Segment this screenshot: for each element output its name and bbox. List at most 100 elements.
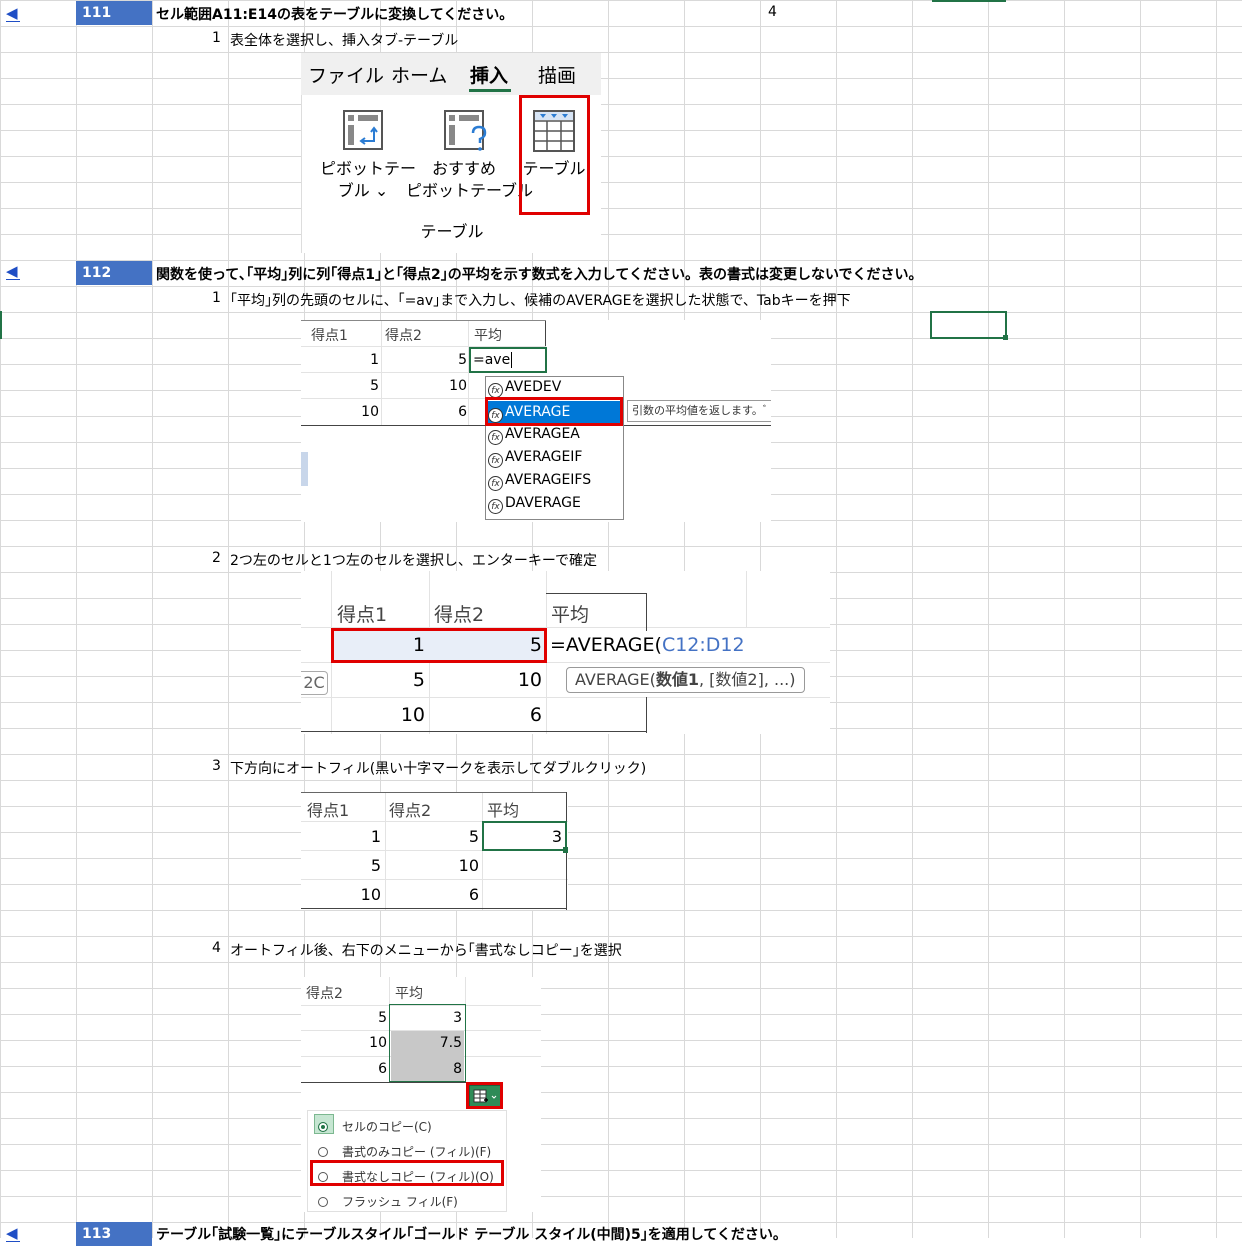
data-cell: 1: [370, 827, 381, 846]
back-arrow-icon[interactable]: ◀: [6, 262, 20, 280]
row-selection-mark: [0, 311, 2, 339]
data-cell: 10: [517, 669, 542, 691]
data-cell: 10: [360, 885, 381, 904]
data-cell: 5: [370, 856, 381, 875]
scroll-fragment: [301, 452, 308, 486]
formula-screenshot: 得点1 得点2 平均 1 5 5 10 10 6 =AVERAGE(C12:D1…: [301, 571, 830, 734]
header-cell: 得点2: [434, 604, 485, 626]
step-text: オートフィル後、右下のメニューから｢書式なしコピー｣を選択: [230, 943, 622, 959]
active-cell[interactable]: [482, 821, 567, 851]
tab-home[interactable]: ホーム: [391, 65, 448, 87]
recommended-pivot-label[interactable]: おすすめ ピボットテーブル: [406, 159, 534, 200]
question-title-111: セル範囲A11:E14の表をテーブルに変換してください。: [156, 7, 514, 23]
data-cell: 6: [468, 885, 479, 904]
data-cell: 10: [449, 378, 467, 394]
header-cell: 平均: [487, 801, 520, 820]
table-icon: [533, 110, 575, 152]
tab-draw[interactable]: 描画: [538, 65, 577, 87]
tab-insert[interactable]: 挿入: [470, 65, 509, 87]
header-cell: 平均: [474, 328, 502, 344]
header-cell: 得点1: [307, 801, 350, 820]
header-cell: 得点1: [311, 328, 348, 344]
data-cell: 6: [378, 1061, 387, 1077]
step-text: 2つ左のセルと1つ左のセルを選択し、エンターキーで確定: [230, 553, 597, 569]
back-arrow-icon[interactable]: ◀: [6, 1224, 20, 1242]
step-text: 下方向にオートフィル(黒い十字マークを表示してダブルクリック): [230, 761, 647, 777]
ribbon-screenshot: ファイル ホーム 挿入 描画 ピボットテー ブル ⌄: [301, 53, 601, 253]
function-hint: AVERAGE(数値1, [数値2], ...): [566, 667, 805, 693]
step-number: 1: [212, 290, 221, 306]
selection-outline: [389, 1004, 466, 1082]
data-cell: 1: [370, 352, 379, 368]
data-cell: 3: [551, 827, 562, 846]
data-cell: 5: [378, 1010, 387, 1026]
highlight-table-button: [519, 95, 590, 215]
header-cell: 得点1: [337, 604, 388, 626]
pivot-table-label[interactable]: ピボットテー ブル ⌄: [320, 159, 417, 200]
menu-option-copy-cells[interactable]: セルのコピー(C): [318, 1118, 432, 1135]
filled-range: [391, 1031, 464, 1081]
highlight-options-button: [466, 1082, 503, 1109]
highlight-range: [331, 628, 547, 663]
formula-input-cell[interactable]: =ave: [469, 347, 547, 373]
data-cell: 5: [529, 634, 542, 656]
data-cell: 8: [453, 1061, 462, 1077]
data-cell: 10: [361, 404, 379, 420]
header-cell: 得点2: [385, 328, 422, 344]
tab-file[interactable]: ファイル: [308, 65, 385, 87]
ribbon-group-label: テーブル: [420, 222, 484, 241]
autofill-options-screenshot: 得点2 平均 5 3 10 7.5 6 8 セルのコピー(C) 書式のみコピー …: [301, 977, 541, 1212]
ribbon-tab-bar: ファイル ホーム 挿入 描画: [301, 53, 601, 95]
menu-option-no-format[interactable]: 書式なしコピー (フィル)(O): [318, 1168, 494, 1185]
header-cell: 平均: [395, 986, 423, 1002]
formula-text[interactable]: =AVERAGE(C12:D12: [550, 634, 745, 656]
function-tooltip: 引数の平均値を返します。ﾞ: [627, 400, 771, 422]
header-cell: 平均: [551, 604, 590, 626]
menu-option-format-only[interactable]: 書式のみコピー (フィル)(F): [318, 1143, 491, 1160]
table-button-label[interactable]: テーブル: [522, 159, 586, 178]
question-title-112: 関数を使って､｢平均｣列に列｢得点1｣と｢得点2｣の平均を示す数式を入力してくだ…: [156, 267, 923, 283]
cell-selection-mark: [932, 0, 1006, 2]
pivot-table-icon: [343, 110, 383, 150]
header-cell: 得点2: [306, 986, 343, 1002]
question-number-111: 111: [76, 1, 152, 25]
active-cell[interactable]: [930, 311, 1007, 339]
data-cell: 5: [412, 669, 425, 691]
autofill-screenshot: 得点1 得点2 平均 1 5 3 5 10 10 6: [301, 792, 568, 910]
data-cell: 10: [458, 856, 479, 875]
side-value: 4: [768, 4, 777, 20]
highlight-average: [485, 397, 623, 426]
step-text: 表全体を選択し、挿入タブ-テーブル: [230, 33, 459, 49]
side-label: 2C: [301, 671, 328, 695]
question-number-112: 112: [76, 261, 152, 285]
menu-option-flash-fill[interactable]: フラッシュ フィル(F): [318, 1193, 458, 1210]
ribbon-body: ピボットテー ブル ⌄ おすすめ ピボットテーブル テーブル テーブル: [301, 95, 601, 253]
step-number: 1: [212, 30, 221, 46]
active-tab-underline: [469, 89, 511, 92]
data-cell: 1: [412, 634, 425, 656]
data-cell: 6: [529, 704, 542, 726]
back-arrow-icon[interactable]: ◀: [6, 4, 20, 22]
autofill-options-icon: [473, 1089, 497, 1103]
fill-handle[interactable]: [1003, 335, 1008, 340]
data-cell: 5: [458, 352, 467, 368]
data-cell: 6: [458, 404, 467, 420]
step-number: 2: [212, 550, 221, 566]
data-cell: 3: [453, 1010, 462, 1026]
data-cell: 10: [369, 1035, 387, 1051]
question-title-113: テーブル｢試験一覧｣にテーブルスタイル｢ゴールド テーブル スタイル(中間)5｣…: [156, 1227, 787, 1243]
fill-handle[interactable]: [563, 847, 568, 853]
header-cell: 得点2: [389, 801, 432, 820]
data-cell: 10: [400, 704, 425, 726]
data-cell: 5: [468, 827, 479, 846]
data-cell: 7.5: [439, 1035, 462, 1051]
step-text: ｢平均｣列の先頭のセルに、｢=av｣まで入力し、候補のAVERAGEを選択した状…: [230, 293, 851, 309]
